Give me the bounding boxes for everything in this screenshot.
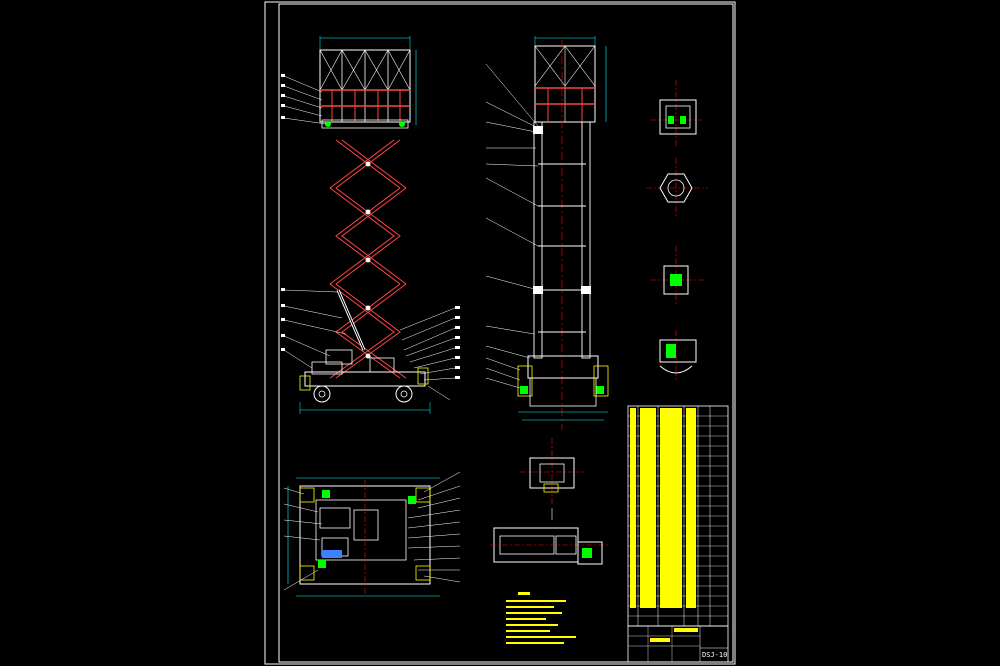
detail-view-D: [659, 330, 697, 380]
title-block-sheet-number: DSJ-10: [702, 651, 728, 659]
title-block-title: [702, 637, 730, 647]
parts-list-table: [627, 405, 729, 663]
side-elevation-view: [485, 36, 609, 430]
section-view-F: [490, 508, 610, 565]
detail-view-B: [646, 158, 708, 218]
detail-view-E: [520, 438, 584, 504]
plan-view-chassis: [283, 471, 461, 597]
detail-view-C: [650, 246, 704, 306]
front-elevation-view: [281, 36, 460, 414]
technical-notes: [506, 592, 576, 644]
sheet-border: [264, 1, 736, 665]
detail-view-A: [650, 80, 702, 148]
